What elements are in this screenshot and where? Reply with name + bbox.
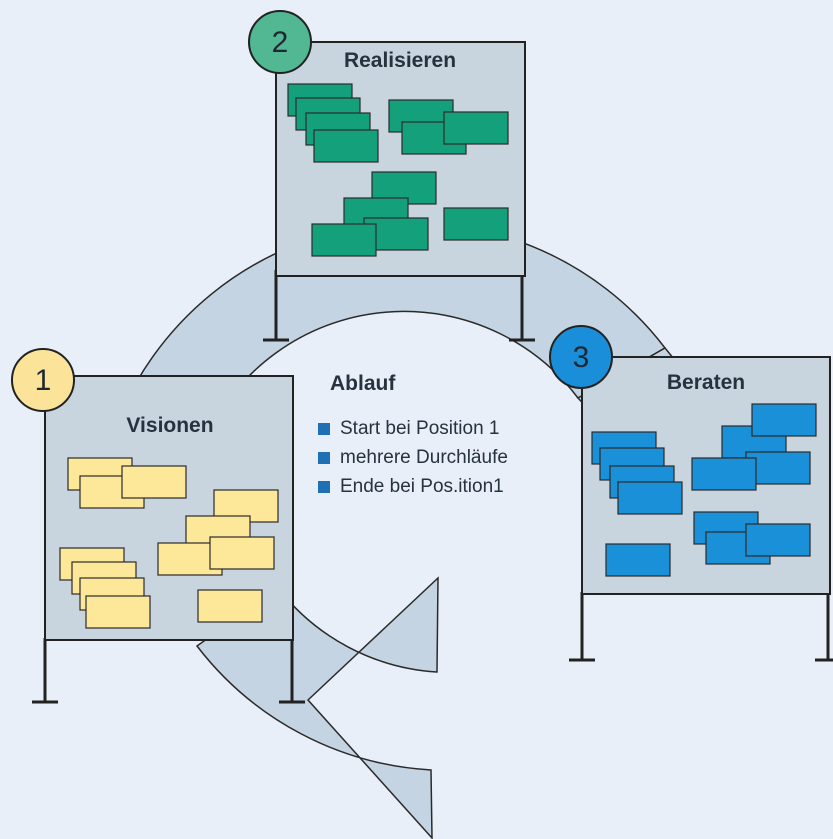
board-visionen: Visionen 1 xyxy=(11,348,305,704)
ablauf-item-text: Ende bei Pos.ition1 xyxy=(340,476,504,497)
sticky-note xyxy=(617,481,683,515)
step-number-2: 2 xyxy=(272,26,289,59)
sticky-notes-visionen xyxy=(59,457,279,629)
ablauf-item-text: Start bei Position 1 xyxy=(340,418,500,439)
board-title-realisieren: Realisieren xyxy=(344,49,456,72)
sticky-note xyxy=(121,465,187,499)
sticky-note xyxy=(313,129,379,163)
step-badge-3 xyxy=(549,325,613,389)
step-number-3: 3 xyxy=(573,341,590,374)
sticky-note xyxy=(85,595,151,629)
sticky-notes-beraten xyxy=(591,403,817,577)
ablauf-item: Ende bei Pos.ition1 xyxy=(318,472,578,501)
sticky-note xyxy=(443,207,509,241)
sticky-note xyxy=(691,457,757,491)
ablauf-list: Start bei Position 1 mehrere Durchläufe … xyxy=(318,414,578,501)
ablauf-item: Start bei Position 1 xyxy=(318,414,578,443)
step-badge-2 xyxy=(248,10,312,74)
step-number-1: 1 xyxy=(35,364,52,397)
ablauf-title: Ablauf xyxy=(330,372,396,395)
bullet-square-icon xyxy=(318,480,330,493)
board-beraten: Beraten 3 xyxy=(549,325,833,662)
cycle-ring-upper xyxy=(112,222,667,431)
board-realisieren: Realisieren 2 xyxy=(248,10,535,342)
bullet-square-icon xyxy=(318,451,330,464)
sticky-note xyxy=(745,451,811,485)
sticky-note xyxy=(197,589,263,623)
board-title-beraten: Beraten xyxy=(667,371,745,394)
sticky-note xyxy=(745,523,811,557)
sticky-notes-realisieren xyxy=(287,83,509,257)
sticky-note xyxy=(443,111,509,145)
board-title-visionen: Visionen xyxy=(126,414,213,437)
ablauf-legend: Ablauf Start bei Position 1 mehrere Durc… xyxy=(318,372,578,501)
bullet-square-icon xyxy=(318,422,330,435)
sticky-note xyxy=(751,403,817,437)
ablauf-item: mehrere Durchläufe xyxy=(318,443,578,472)
sticky-note xyxy=(311,223,377,257)
step-badge-1 xyxy=(11,348,75,412)
cycle-arrow xyxy=(195,576,439,839)
ablauf-item-text: mehrere Durchläufe xyxy=(340,447,508,468)
sticky-note xyxy=(209,536,275,570)
sticky-note xyxy=(605,543,671,577)
